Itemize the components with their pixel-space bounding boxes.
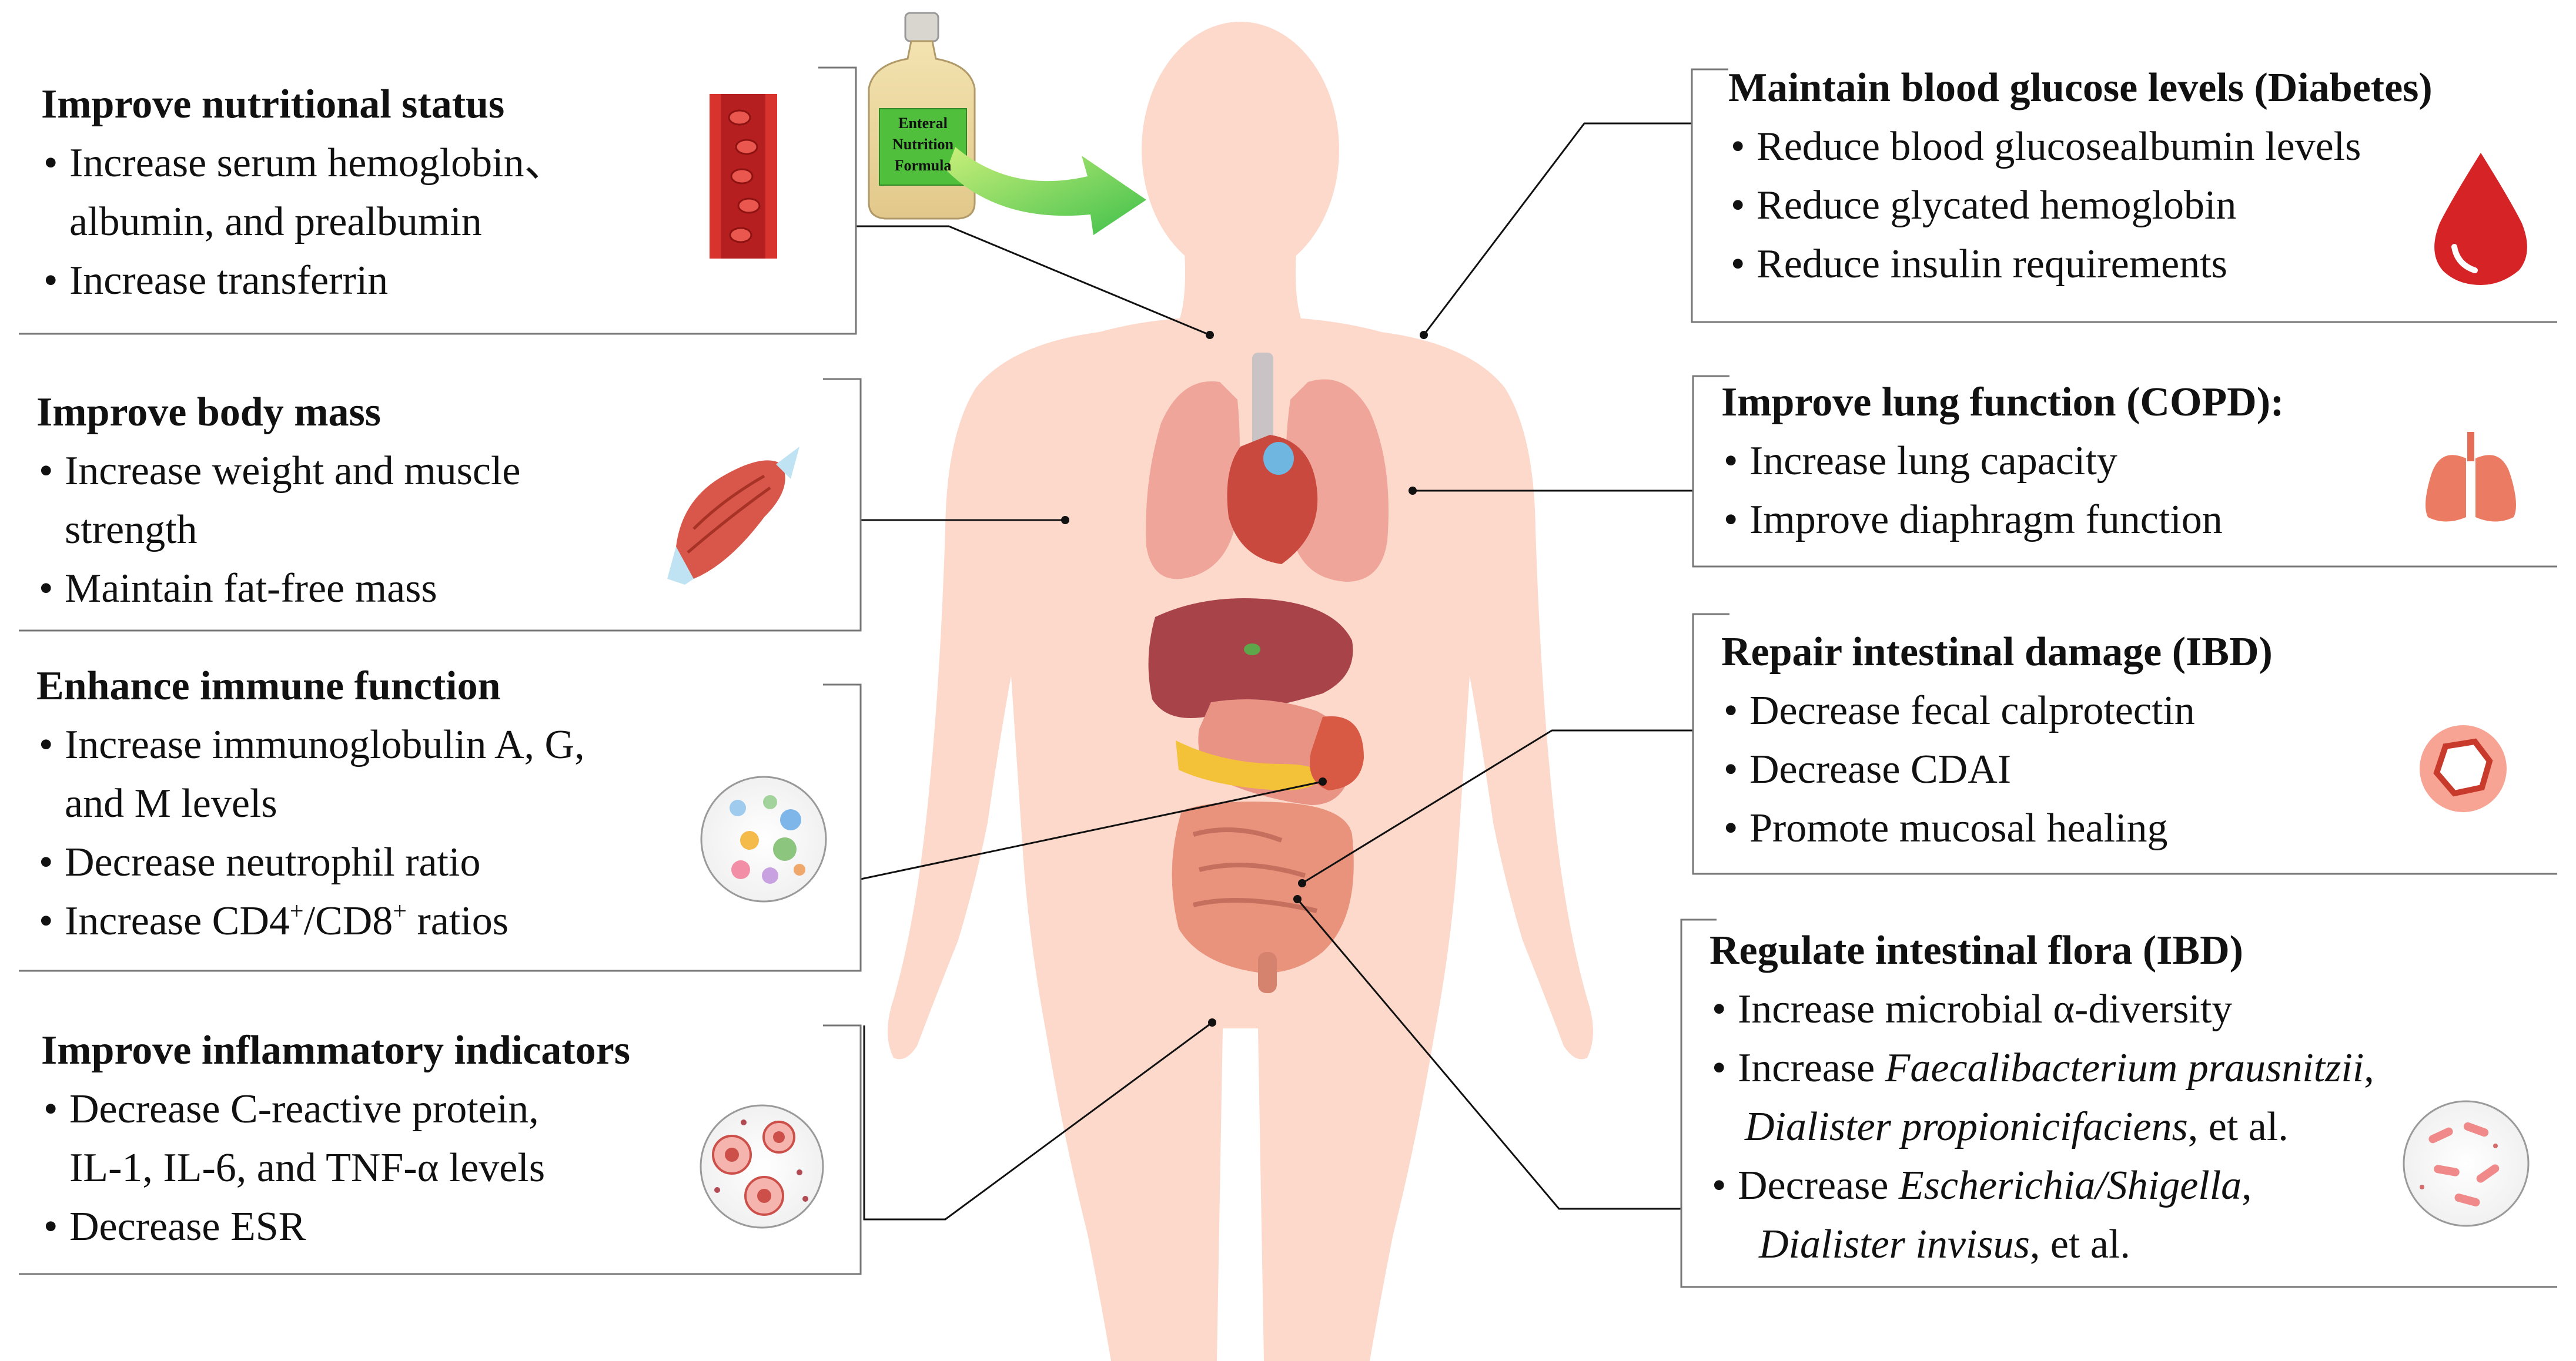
- box-body-mass: Improve body mass Increase weight and mu…: [36, 383, 671, 618]
- bullet-item: Improve diaphragm function: [1721, 491, 2427, 549]
- bullet-line: Maintain fat-free mass: [65, 566, 437, 611]
- bullet-line-continued: IL-1, IL-6, and TNF-α levels: [69, 1145, 546, 1191]
- superscript-plus: +: [393, 898, 407, 925]
- bullet-line: Increase CD4+/CD8+ ratios: [65, 892, 701, 951]
- cd-ratio-text: /CD8: [303, 899, 393, 944]
- bullet-item-escherichia: Decrease Escherichia/Shigella, Dialister…: [1709, 1156, 2556, 1274]
- bullet-item: Increase serum hemoglobin、 albumin, and …: [41, 134, 688, 252]
- bullet-line: Decrease neutrophil ratio: [65, 840, 481, 885]
- bullet-line-continued: strength: [65, 507, 198, 552]
- bullet-item: Decrease neutrophil ratio: [36, 833, 701, 892]
- muscle-icon: [667, 447, 799, 585]
- bullet-line: Decrease C-reactive protein,: [69, 1087, 539, 1132]
- bullet-item-cd-ratio: Increase CD4+/CD8+ ratios: [36, 892, 701, 951]
- inflammatory-cells-icon: [700, 1104, 824, 1229]
- bullet-line: Decrease fecal calprotectin: [1749, 688, 2195, 733]
- box-title: Improve nutritional status: [41, 82, 505, 127]
- bullet-item: Decrease fecal calprotectin: [1721, 682, 2427, 740]
- box-lung-function: Improve lung function (COPD): Increase l…: [1721, 373, 2427, 549]
- cd-ratio-text: Increase CD4: [65, 899, 290, 944]
- box-title: Repair intestinal damage (IBD): [1721, 629, 2273, 675]
- bullet-line: Increase Faecalibacterium prausnitzii,: [1738, 1039, 2556, 1098]
- bullet-suffix: , et al.: [2187, 1104, 2289, 1149]
- bullet-item: Reduce blood glucosealbumin levels: [1728, 118, 2563, 176]
- bullet-item: Increase microbial α-diversity: [1709, 980, 2556, 1039]
- bullet-line: Improve diaphragm function: [1749, 497, 2223, 542]
- bullet-line: Increase serum hemoglobin、: [69, 140, 566, 186]
- bullet-item: Reduce glycated hemoglobin: [1728, 176, 2563, 235]
- heart-shape: [1227, 435, 1318, 564]
- bullet-item: Increase immunoglobulin A, G, and M leve…: [36, 716, 701, 833]
- box-outlines: [19, 66, 2557, 1288]
- bullet-line-continued: Dialister invisus, et al.: [1738, 1215, 2556, 1274]
- species-name: Escherichia/Shigella: [1898, 1163, 2242, 1208]
- bullet-line-continued: and M levels: [65, 781, 277, 826]
- bullet-line: Increase lung capacity: [1749, 438, 2117, 484]
- internal-organs: [1146, 353, 1389, 993]
- bullet-item: Reduce insulin requirements: [1728, 235, 2563, 294]
- bullet-item-faecalibacterium: Increase Faecalibacterium prausnitzii, D…: [1709, 1039, 2556, 1156]
- bullet-suffix: ,: [2242, 1163, 2252, 1208]
- bullet-item: Promote mucosal healing: [1721, 799, 2427, 858]
- box-nutritional-status: Improve nutritional status Increase seru…: [41, 75, 688, 310]
- bullet-item: Decrease ESR: [41, 1198, 700, 1256]
- box-title: Improve inflammatory indicators: [41, 1028, 630, 1073]
- bottle-label-line2: Nutrition: [892, 136, 954, 153]
- species-name: Dialister propionicifaciens: [1745, 1104, 2188, 1149]
- enteral-bottle-icon: [868, 12, 976, 220]
- bullet-line: Reduce insulin requirements: [1757, 242, 2227, 287]
- intestinal-ring-icon: [2420, 725, 2507, 812]
- bullet-line: Decrease Escherichia/Shigella,: [1738, 1156, 2556, 1215]
- bullet-line: Increase weight and muscle: [65, 448, 521, 494]
- bullet-line: Reduce glycated hemoglobin: [1757, 183, 2237, 228]
- species-name: Faecalibacterium prausnitzii: [1885, 1045, 2364, 1091]
- bullet-line: Promote mucosal healing: [1749, 806, 2168, 851]
- bullet-item: Increase transferrin: [41, 252, 688, 310]
- bullet-line: Increase transferrin: [69, 258, 389, 303]
- box-blood-glucose: Maintain blood glucose levels (Diabetes)…: [1728, 59, 2563, 294]
- bullet-prefix: Decrease: [1738, 1163, 1899, 1208]
- bullet-line: Decrease ESR: [69, 1204, 306, 1249]
- immune-cells-icon: [700, 776, 827, 903]
- bullet-item: Maintain fat-free mass: [36, 559, 671, 618]
- bullet-item: Decrease C-reactive protein, IL-1, IL-6,…: [41, 1080, 700, 1198]
- superscript-plus: +: [289, 898, 304, 925]
- bullet-item: Decrease CDAI: [1721, 740, 2427, 799]
- box-intestinal-flora: Regulate intestinal flora (IBD) Increase…: [1709, 921, 2556, 1274]
- box-title: Maintain blood glucose levels (Diabetes): [1728, 65, 2433, 110]
- species-name: Dialister invisus: [1759, 1222, 2030, 1267]
- bullet-item: Increase lung capacity: [1721, 432, 2427, 491]
- box-title: Enhance immune function: [36, 663, 501, 709]
- bullet-line: Increase microbial α-diversity: [1738, 987, 2233, 1032]
- blood-vessel-icon: [710, 94, 777, 259]
- bullet-suffix: ,: [2364, 1045, 2374, 1091]
- connector-dots: [1061, 331, 1428, 1027]
- bullet-suffix: , et al.: [2029, 1222, 2130, 1267]
- intestine-shape: [1172, 802, 1354, 973]
- box-title: Improve body mass: [36, 390, 382, 435]
- bullet-line: Increase immunoglobulin A, G,: [65, 722, 585, 767]
- box-intestinal-damage: Repair intestinal damage (IBD) Decrease …: [1721, 623, 2427, 858]
- bullet-line-continued: albumin, and prealbumin: [69, 199, 482, 244]
- arrow-to-mouth-icon: [946, 147, 1146, 235]
- liver-shape: [1148, 598, 1353, 718]
- box-immune-function: Enhance immune function Increase immunog…: [36, 657, 701, 951]
- bottle-label: Enteral Nutrition Formula: [879, 113, 966, 176]
- lungs-icon: [2426, 432, 2516, 522]
- bottle-label-line3: Formula: [894, 157, 952, 174]
- bullet-line: Reduce blood glucosealbumin levels: [1757, 124, 2361, 169]
- bullet-prefix: Increase: [1738, 1045, 1885, 1091]
- bottle-label-line1: Enteral: [898, 115, 948, 132]
- bullet-line: Decrease CDAI: [1749, 747, 2012, 792]
- box-inflammatory-indicators: Improve inflammatory indicators Decrease…: [41, 1021, 700, 1256]
- cd-ratio-text: ratios: [406, 899, 508, 944]
- bullet-item: Increase weight and muscle strength: [36, 442, 671, 559]
- box-title: Regulate intestinal flora (IBD): [1709, 928, 2243, 973]
- bullet-line-continued: Dialister propionicifaciens, et al.: [1738, 1098, 2556, 1156]
- box-title: Improve lung function (COPD):: [1721, 380, 2284, 425]
